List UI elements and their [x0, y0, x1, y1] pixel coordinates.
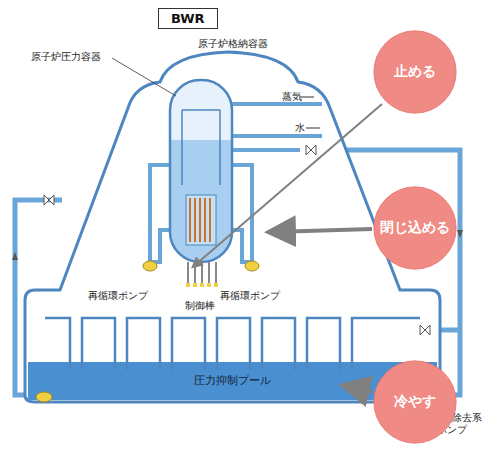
flow-label: 水 — [295, 122, 305, 134]
main-lines-part — [232, 148, 300, 152]
part-label: 原子炉圧力容器 — [31, 51, 101, 63]
callout-text: 閉じ込める — [380, 219, 450, 237]
callout-arrows — [194, 104, 382, 392]
part-label: 再循環ポンプ — [220, 290, 280, 302]
part-label: 原子炉格納容器 — [198, 38, 268, 50]
reactor-pressure-vessel-part — [170, 80, 232, 262]
reactor-pressure-vessel-part-part — [170, 80, 232, 262]
recirculation-loops-part — [150, 230, 172, 262]
diagram-title: BWR — [158, 8, 218, 29]
control-rod-ends-part — [200, 283, 204, 287]
callout-text: 冷やす — [394, 393, 436, 411]
reactor-pressure-vessel-part-part — [194, 198, 196, 242]
reactor-pressure-vessel-part — [186, 195, 216, 245]
pumps-part — [36, 392, 52, 402]
pumps-part — [143, 261, 157, 271]
reactor-pressure-vessel-part-part — [170, 140, 232, 262]
recirculation-loops-part — [230, 230, 252, 262]
reactor-pressure-vessel — [170, 80, 232, 262]
flow-arrows-part — [457, 230, 463, 238]
reactor-pressure-vessel-part-part — [189, 198, 191, 242]
downcomers-part — [45, 318, 420, 370]
part-label: 圧力抑制プール — [194, 375, 271, 387]
recirculation-loops-part — [230, 165, 252, 262]
flow-ticks-part — [300, 97, 314, 98]
control-rod-drives-part — [201, 262, 203, 284]
callout-arrows-part — [346, 386, 372, 392]
control-rod-ends — [186, 283, 218, 287]
control-rod-drives-part — [187, 262, 189, 284]
control-rod-drives-part — [215, 262, 217, 284]
leader-line — [112, 58, 176, 96]
valves-part — [306, 145, 316, 155]
callout-arrows-part — [272, 229, 372, 232]
reactor-pressure-vessel-part — [182, 110, 220, 185]
valves-part — [44, 195, 54, 205]
flow-arrows-part — [12, 252, 18, 260]
main-lines-part — [232, 134, 322, 138]
part-label: 再循環ポンプ — [88, 290, 148, 302]
control-rod-drives — [188, 262, 216, 284]
circle-fill — [374, 187, 456, 269]
circle-fill — [374, 31, 456, 113]
reactor-pressure-vessel-part-part — [199, 198, 201, 242]
main-lines — [232, 104, 322, 150]
reactor-pressure-vessel-part — [170, 80, 232, 262]
recirculation-loops-part — [150, 165, 172, 262]
callout-circle: 冷やす — [373, 360, 457, 444]
pumps-part — [245, 261, 259, 271]
control-rod-ends-part — [186, 283, 190, 287]
callout-circle: 止める — [373, 30, 457, 114]
valves-part — [420, 325, 430, 335]
callout-text: 止める — [394, 63, 436, 81]
circle-fill — [374, 361, 456, 443]
callout-circle: 閉じ込める — [373, 186, 457, 270]
control-rod-ends-part — [207, 283, 211, 287]
flow-ticks-part — [306, 128, 320, 129]
reactor-pressure-vessel-part-part — [209, 198, 211, 242]
flow-label: 蒸気 — [282, 91, 302, 103]
control-rod-ends-part — [214, 283, 218, 287]
part-label: 制御棒 — [185, 300, 215, 312]
reactor-pressure-vessel-part — [190, 198, 210, 242]
main-lines-part — [232, 102, 322, 106]
callout-arrows-part — [194, 104, 382, 266]
reactor-pressure-vessel-part-part — [204, 198, 206, 242]
downcomers — [45, 318, 420, 370]
control-rod-drives-part — [208, 262, 210, 284]
control-rod-ends-part — [193, 283, 197, 287]
valves — [44, 145, 430, 335]
